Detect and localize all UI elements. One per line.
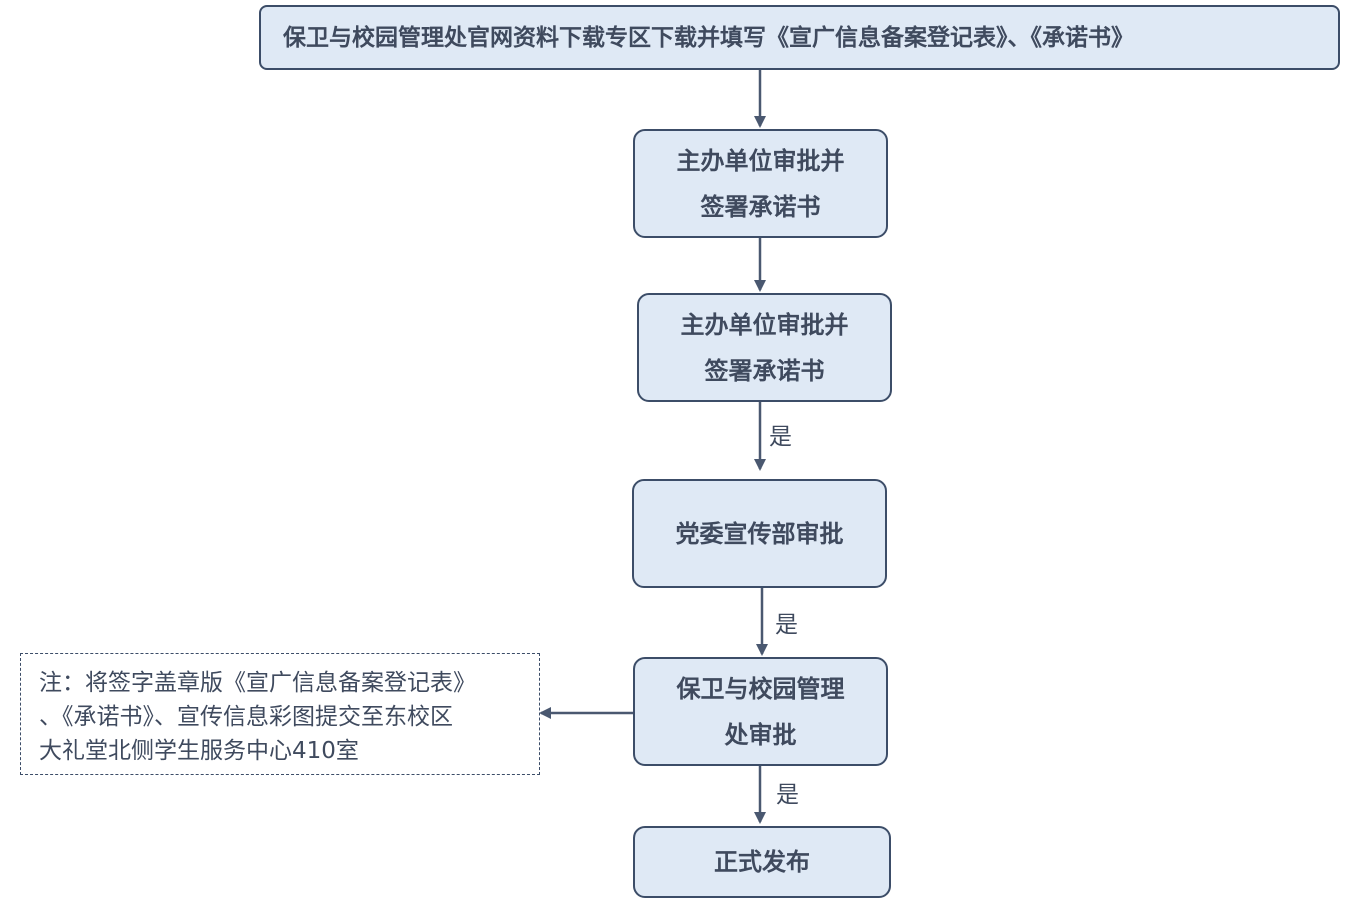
node-host-approve-2-line2: 签署承诺书 xyxy=(704,356,825,385)
note-line-1: 注：将签字盖章版《宣广信息备案登记表》 xyxy=(39,670,476,696)
node-security-approve-line1: 保卫与校园管理 xyxy=(676,674,845,703)
node-security-approve: 保卫与校园管理 处审批 xyxy=(633,657,888,766)
node-host-approve-2: 主办单位审批并 签署承诺书 xyxy=(637,293,892,402)
node-security-approve-line2: 处审批 xyxy=(724,720,797,749)
node-download-forms: 保卫与校园管理处官网资料下载专区下载并填写《宣广信息备案登记表》、《承诺书》 xyxy=(259,5,1340,70)
node-host-approve-2-line1: 主办单位审批并 xyxy=(680,310,849,339)
node-host-approve-1-line1: 主办单位审批并 xyxy=(676,146,845,175)
node-download-forms-label: 保卫与校园管理处官网资料下载专区下载并填写《宣广信息备案登记表》、《承诺书》 xyxy=(283,24,1134,51)
edge-label-yes-1: 是 xyxy=(769,424,792,450)
node-host-approve-1: 主办单位审批并 签署承诺书 xyxy=(633,129,888,238)
node-host-approve-1-line2: 签署承诺书 xyxy=(700,192,821,221)
submission-note: 注：将签字盖章版《宣广信息备案登记表》 、《承诺书》、宣传信息彩图提交至东校区 … xyxy=(20,653,540,775)
edge-label-yes-3: 是 xyxy=(776,782,799,808)
note-line-2: 、《承诺书》、宣传信息彩图提交至东校区 xyxy=(39,704,453,730)
node-party-approve-label: 党委宣传部审批 xyxy=(675,519,844,548)
node-publish: 正式发布 xyxy=(633,826,891,898)
note-line-3: 大礼堂北侧学生服务中心410室 xyxy=(39,738,359,764)
edge-label-yes-2: 是 xyxy=(775,612,798,638)
node-party-approve: 党委宣传部审批 xyxy=(632,479,887,588)
node-publish-label: 正式发布 xyxy=(714,848,810,876)
